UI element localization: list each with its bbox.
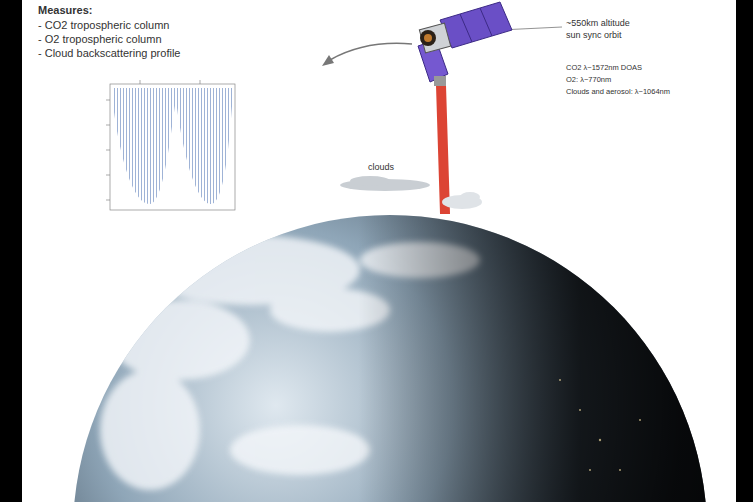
laser-beam [436, 86, 450, 214]
list-item: - O2 tropospheric column [38, 33, 162, 46]
wavelength-note: Clouds and aerosol: λ~1064nm [566, 88, 670, 97]
orbit-note: sun sync orbit [566, 30, 622, 40]
heading-text: Measures: [38, 4, 92, 17]
orbit-note: ~550km altitude [566, 18, 630, 28]
satellite [418, 2, 512, 86]
list-item: - CO2 tropospheric column [38, 19, 169, 32]
curved-arrow [322, 43, 412, 66]
wavelength-note: O2: λ~770nm [566, 76, 611, 85]
list-item: - Cloud backscattering profile [38, 47, 180, 60]
spectrum-chart [106, 80, 235, 210]
cloud-shapes [340, 176, 482, 209]
cloud-label: clouds [368, 162, 394, 172]
wavelength-note: CO2 λ~1572nm DOAS [566, 64, 642, 73]
earth-globe [73, 215, 707, 502]
